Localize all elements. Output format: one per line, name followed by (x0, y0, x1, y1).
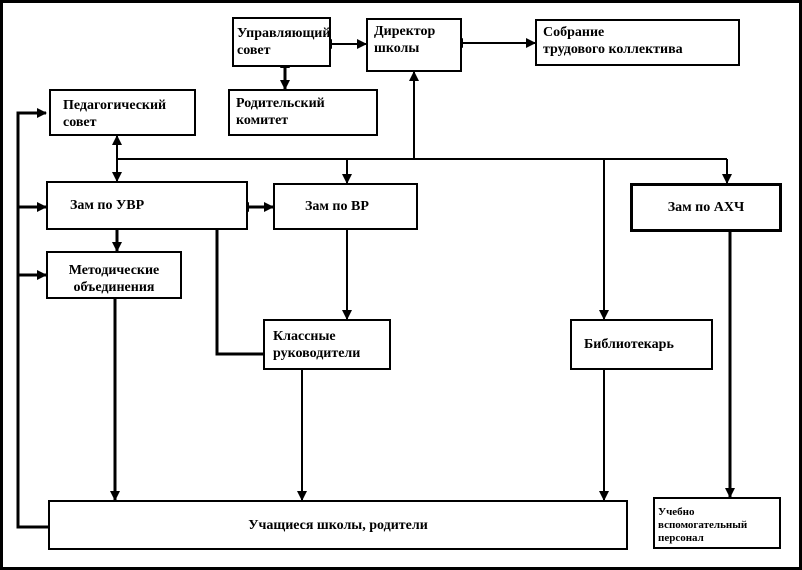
class-teachers-box: Классные руководители (263, 319, 391, 370)
link-uvr-classteachers (215, 230, 263, 356)
support-staff-box: Учебно вспомогательный персонал (653, 497, 781, 549)
feedback-spine (16, 108, 48, 529)
governing-council-box: Управляющий совет (232, 17, 331, 67)
director-label: Директор школы (374, 24, 436, 56)
deputy-uvr-label: Зам по УВР (70, 198, 145, 213)
labor-assembly-label: Собрание трудового коллектива (543, 25, 683, 57)
methodical-associations-box: Методические объединения (46, 251, 182, 299)
class-teachers-label: Классные руководители (273, 329, 361, 361)
students-parents-label: Учащиеся школы, родители (248, 517, 428, 533)
director-box: Директор школы (366, 18, 462, 72)
support-staff-label: Учебно вспомогательный персонал (658, 506, 748, 544)
parent-committee-label: Родительский комитет (236, 96, 325, 128)
librarian-box: Библиотекарь (570, 319, 713, 370)
labor-assembly-box: Собрание трудового коллектива (535, 19, 740, 66)
students-parents-box: Учащиеся школы, родители (48, 500, 628, 550)
parent-committee-box: Родительский комитет (228, 89, 378, 136)
governing-council-label: Управляющий совет (237, 26, 331, 58)
pedagogical-council-label: Педагогический совет (63, 98, 167, 130)
deputy-vr-box: Зам по ВР (273, 183, 418, 230)
deputy-vr-label: Зам по ВР (305, 199, 369, 214)
deputy-ahch-box: Зам по АХЧ (630, 183, 782, 232)
deputy-uvr-box: Зам по УВР (46, 181, 248, 230)
deputy-ahch-label: Зам по АХЧ (667, 200, 745, 215)
pedagogical-council-box: Педагогический совет (49, 89, 196, 136)
librarian-label: Библиотекарь (584, 337, 674, 352)
methodical-associations-label: Методические объединения (68, 263, 160, 295)
